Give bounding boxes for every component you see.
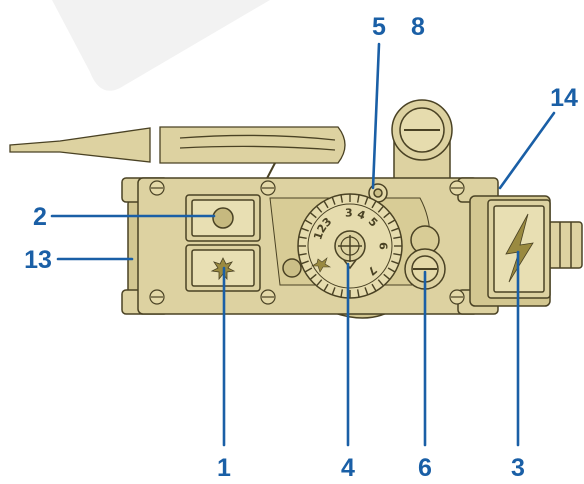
dial-tooth (383, 273, 391, 280)
leader-line-5 (371, 42, 381, 190)
dial-tooth (304, 267, 313, 273)
lightning-cover[interactable] (487, 199, 551, 299)
dial-tooth (387, 219, 396, 225)
dial-tooth (298, 236, 307, 240)
lightning-icon (505, 213, 534, 283)
callout-3: 3 (511, 454, 525, 482)
small-hole (282, 258, 302, 278)
dial-tooth (377, 205, 384, 213)
dial-tooth (371, 283, 377, 292)
dial-tooth (383, 212, 391, 219)
callout-4: 4 (341, 454, 355, 482)
dial-tooth (377, 279, 384, 287)
dial-tooth (340, 194, 344, 203)
dial-number: 4 (355, 208, 367, 223)
leader-lines (50, 42, 556, 447)
callout-2: 2 (33, 203, 47, 231)
callout-6: 6 (418, 454, 432, 482)
dial-tooth (356, 194, 360, 203)
dial-tooth (391, 260, 400, 265)
dial-tooth (356, 289, 360, 298)
dial-tooth (364, 287, 369, 296)
dial-tooth (316, 205, 323, 213)
callout-13: 13 (24, 246, 52, 274)
dial-tooth (323, 200, 329, 209)
callout-1: 1 (217, 454, 231, 482)
dial-tooth (309, 212, 317, 219)
leader-line-14 (498, 111, 556, 190)
background-shape (52, 0, 270, 91)
dial-number: 1 (311, 230, 326, 241)
dial-number: 3 (345, 206, 353, 219)
dial-number: 6 (377, 242, 390, 250)
dial-tooth (300, 227, 309, 232)
callout-14: 14 (550, 84, 578, 112)
callout-5: 5 (372, 13, 386, 41)
dial-tooth (331, 196, 336, 205)
dial-tooth (387, 267, 396, 273)
dial-tooth (300, 260, 309, 265)
right-connector (547, 221, 583, 269)
callout-labels: 1 2 3 4 5 6 8 13 14 (24, 13, 578, 482)
dial-tooth (393, 236, 402, 240)
flame-icon (310, 257, 332, 273)
adjustment-screw[interactable] (404, 225, 446, 290)
dial-tooth (340, 289, 344, 298)
dial-tooth (298, 252, 307, 256)
dial-tooth (393, 252, 402, 256)
dial-tooth (391, 227, 400, 232)
callout-8: 8 (411, 13, 425, 41)
dial-tooth (304, 219, 313, 225)
dial-tooth (364, 196, 369, 205)
corner-screws (149, 180, 465, 305)
dial-tooth (316, 279, 323, 287)
indicator-window (185, 194, 261, 242)
round-connector (391, 99, 453, 186)
dial-tooth (323, 283, 329, 292)
dial-tooth (371, 200, 377, 209)
dial-tooth (309, 273, 317, 280)
dial-tooth (331, 287, 336, 296)
capillary-tube (9, 126, 346, 189)
